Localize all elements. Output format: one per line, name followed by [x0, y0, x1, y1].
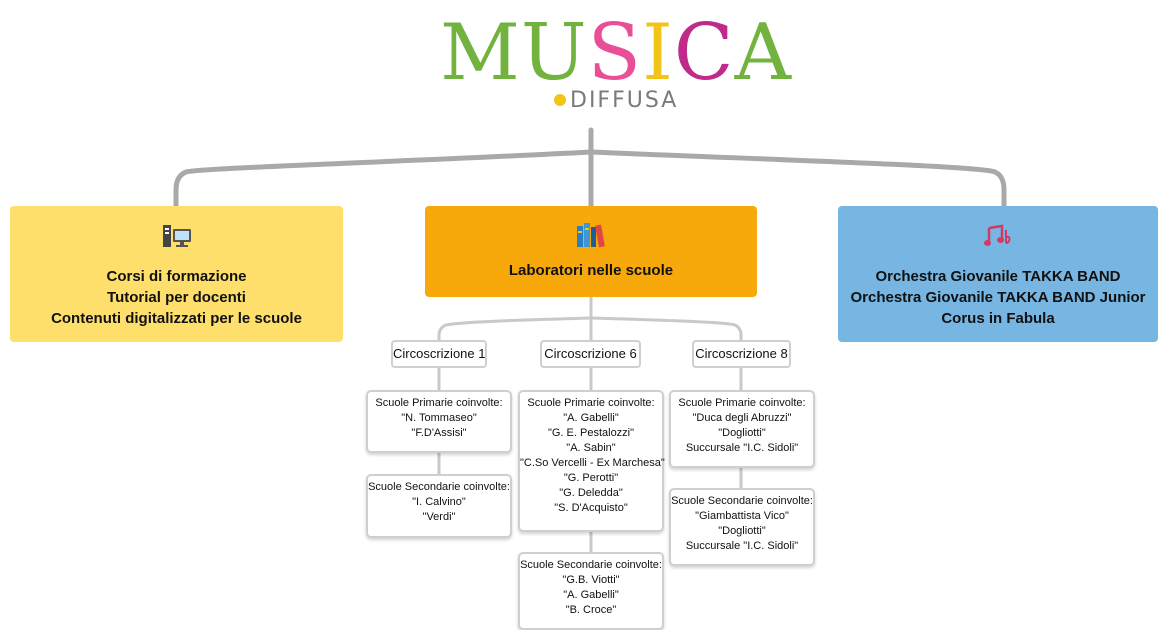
school-line: "Duca degli Abruzzi" [692, 412, 792, 424]
logo-letter: U [520, 8, 588, 98]
c8-scuole-primarie: Scuole Primarie coinvolte: "Duca degli A… [669, 390, 815, 468]
card-laboratori: Laboratori nelle scuole [425, 206, 757, 297]
circoscrizione-1: Circoscrizione 1 [391, 340, 487, 368]
c8-scuole-secondarie: Scuole Secondarie coinvolte: "Giambattis… [669, 488, 815, 566]
logo-letter: M [440, 8, 521, 98]
card-line: Corsi di formazione [106, 268, 247, 285]
computer-icon [162, 225, 191, 247]
school-line: "G.B. Viotti" [562, 574, 620, 586]
school-line: Scuole Secondarie coinvolte: [671, 495, 813, 507]
school-line: Succursale "I.C. Sidoli" [685, 540, 799, 552]
school-line: Scuole Secondarie coinvolte: [520, 559, 662, 571]
school-line: "Verdi" [422, 511, 456, 523]
logo-subtitle: DIFFUSA [554, 88, 678, 113]
school-line: "G. Perotti" [563, 472, 619, 484]
musica-diffusa-logo: MUSICA DIFFUSA [430, 8, 791, 118]
card-line: Orchestra Giovanile TAKKA BAND [875, 268, 1121, 285]
c1-scuole-secondarie: Scuole Secondarie coinvolte: "I. Calvino… [366, 474, 512, 538]
card-line: Laboratori nelle scuole [508, 262, 674, 279]
school-line: "B. Croce" [565, 604, 617, 616]
school-line: "A. Gabelli" [563, 412, 619, 424]
logo-subtitle-text: DIFFUSA [570, 88, 679, 113]
school-line: "G. Deledda" [559, 487, 623, 499]
logo-letter: C [673, 8, 735, 98]
connector-lab-left [437, 316, 593, 342]
books-icon [577, 223, 605, 248]
card-formazione: Corsi di formazione Tutorial per docenti… [10, 206, 343, 342]
connector-lab-right [589, 316, 743, 342]
school-line: "S. D'Acquisto" [554, 502, 628, 514]
logo-letter: I [642, 8, 674, 98]
card-line: Tutorial per docenti [107, 289, 246, 306]
school-line: "A. Gabelli" [563, 589, 619, 601]
card-line: Corus in Fabula [941, 310, 1055, 327]
logo-dot [554, 94, 566, 106]
card-line: Orchestra Giovanile TAKKA BAND Junior [850, 289, 1146, 306]
card-orchestra: Orchestra Giovanile TAKKA BAND Orchestra… [838, 206, 1158, 342]
logo-musica-wordmark: MUSICA [440, 8, 792, 98]
c6-scuole-primarie: Scuole Primarie coinvolte: "A. Gabelli" … [518, 390, 665, 532]
logo-letter: S [587, 8, 643, 98]
c1-scuole-primarie: Scuole Primarie coinvolte: "N. Tommaseo"… [366, 390, 512, 453]
connector-root-left [173, 149, 594, 209]
circoscrizione-8: Circoscrizione 8 [692, 340, 791, 368]
school-line: Succursale "I.C. Sidoli" [685, 442, 799, 454]
connector-root-right [588, 149, 1007, 209]
logo-letter: A [734, 8, 792, 98]
school-line: Scuole Primarie coinvolte: [375, 397, 503, 409]
c6-scuole-secondarie: Scuole Secondarie coinvolte: "G.B. Viott… [518, 552, 664, 630]
school-line: "A. Sabin" [566, 442, 616, 454]
school-line: "C.So Vercelli - Ex Marchesa" [520, 457, 665, 469]
card-line: Contenuti digitalizzati per le scuole [51, 310, 302, 327]
school-line: "Dogliotti" [718, 427, 766, 439]
school-line: "Dogliotti" [718, 525, 766, 537]
school-line: Scuole Primarie coinvolte: [678, 397, 806, 409]
music-notes-icon [984, 224, 1011, 246]
school-line: Scuole Secondarie coinvolte: [368, 481, 510, 493]
school-line: "F.D'Assisi" [411, 427, 467, 439]
circoscrizione-6: Circoscrizione 6 [540, 340, 641, 368]
school-line: "G. E. Pestalozzi" [547, 427, 635, 439]
school-line: "I. Calvino" [412, 496, 466, 508]
school-line: "N. Tommaseo" [401, 412, 477, 424]
school-line: "Giambattista Vico" [695, 510, 789, 522]
school-line: Scuole Primarie coinvolte: [527, 397, 655, 409]
